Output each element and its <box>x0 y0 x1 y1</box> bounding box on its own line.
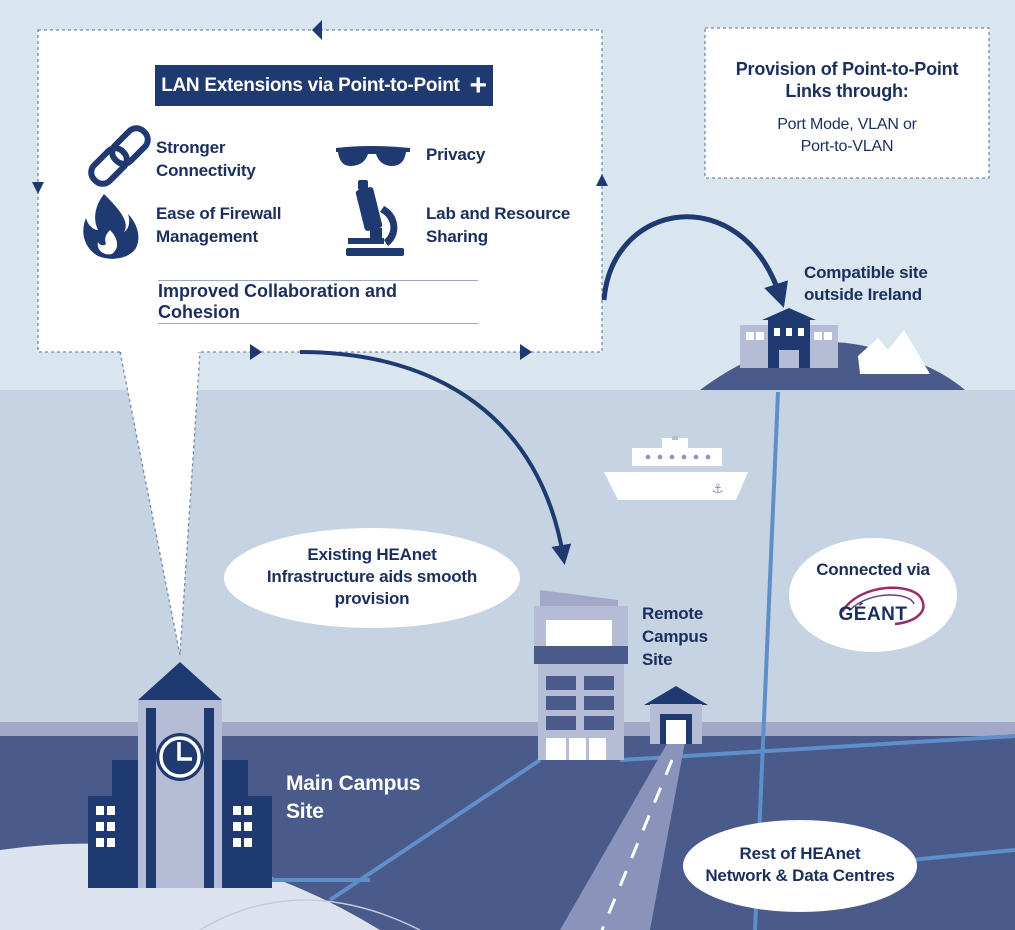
compatible-site-line2: outside Ireland <box>804 285 922 304</box>
flame-icon <box>83 194 139 259</box>
arrow-to-remote-campus <box>299 350 572 565</box>
provision-body-line2: Port-to-VLAN <box>800 138 894 155</box>
shore-strip <box>0 722 1015 738</box>
sunglasses-icon <box>336 146 410 166</box>
hill-outline <box>199 899 421 930</box>
lan-title-banner: LAN Extensions via Point-to-Point + <box>155 65 493 106</box>
feature-label-line2: Management <box>156 227 258 246</box>
connected-via-ellipse <box>789 538 957 652</box>
feature-label-line1: Ease of Firewall <box>156 204 282 223</box>
feature-label-line1: Lab and Resource <box>426 204 571 223</box>
road <box>560 742 685 930</box>
mountains <box>858 330 930 374</box>
svg-text:⚓: ⚓ <box>712 482 724 497</box>
existing-infra-line1: Existing HEAnet <box>307 545 437 564</box>
box-direction-arrows <box>32 20 608 360</box>
existing-infra-ellipse <box>224 528 520 628</box>
microscope-icon <box>346 180 404 256</box>
feature-label-line1: Privacy <box>426 145 486 164</box>
existing-infra-line3: provision <box>334 589 410 608</box>
remote-campus-line1: Remote <box>642 604 704 623</box>
provision-title: Provision of Point-to-Point Links throug… <box>705 58 989 102</box>
geant-logo-swoosh <box>840 586 925 626</box>
main-campus-line2: Site <box>286 800 324 823</box>
compatible-site-building-icon <box>740 308 838 368</box>
main-campus-line1: Main Campus <box>286 772 421 795</box>
remote-campus-building-icon <box>534 590 628 760</box>
callout-pointer <box>119 351 201 656</box>
remote-campus-line3: Site <box>642 650 673 669</box>
remote-campus-label: Remote Campus Site <box>642 602 708 671</box>
existing-infra-line2: Infrastructure aids smooth <box>266 567 478 586</box>
main-campus-label: Main Campus Site <box>286 770 421 826</box>
existing-infra-label: Existing HEAnet Infrastructure aids smoo… <box>224 544 520 610</box>
provision-body-line1: Port Mode, VLAN or <box>777 116 917 133</box>
provision-box <box>704 27 990 179</box>
plus-icon: + <box>469 68 488 102</box>
chain-link-icon <box>88 125 151 187</box>
compatible-site-line1: Compatible site <box>804 263 928 282</box>
feature-label-line1: Stronger <box>156 138 226 157</box>
remote-campus-line2: Campus <box>642 627 708 646</box>
rest-network-line2: Network & Data Centres <box>705 866 895 885</box>
road-dashes <box>600 759 674 930</box>
provision-title-line2: Links through: <box>785 81 909 101</box>
pointer-join-cover <box>122 350 198 354</box>
main-campus-building-icon <box>88 662 272 888</box>
garage-icon <box>644 686 708 744</box>
rest-network-label: Rest of HEAnet Network & Data Centres <box>683 843 917 887</box>
provision-body: Port Mode, VLAN or Port-to-VLAN <box>705 114 989 158</box>
feature-label-line2: Connectivity <box>156 161 256 180</box>
feature-stronger-connectivity: Stronger Connectivity <box>156 136 256 182</box>
feature-ease-of-firewall: Ease of Firewall Management <box>156 202 281 248</box>
collaboration-footer: Improved Collaboration and Cohesion <box>158 280 478 324</box>
provision-title-line1: Provision of Point-to-Point <box>735 59 959 79</box>
lan-title: LAN Extensions via Point-to-Point <box>161 74 460 96</box>
geant-logo-text: GÉANT <box>838 604 908 625</box>
rest-network-line1: Rest of HEAnet <box>739 844 861 863</box>
rest-network-ellipse <box>683 820 917 912</box>
ship-icon: ⚓ <box>604 436 748 500</box>
arrow-to-compatible-site <box>601 214 788 308</box>
feature-privacy: Privacy <box>426 143 485 166</box>
feature-lab-resource-sharing: Lab and Resource Sharing <box>426 202 570 248</box>
feature-label-line2: Sharing <box>426 227 488 246</box>
compatible-site-label: Compatible site outside Ireland <box>804 262 928 306</box>
connected-via-label: Connected via <box>816 560 930 579</box>
